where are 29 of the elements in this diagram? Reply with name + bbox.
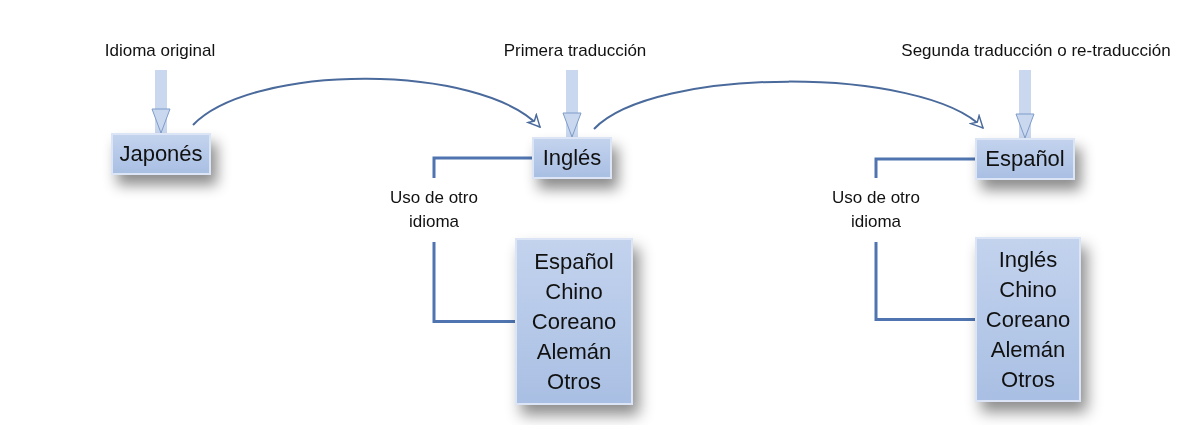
caption-text: Uso de otro idioma (384, 186, 484, 234)
connector-line (432, 156, 532, 178)
block-arrow (562, 70, 582, 138)
language-box: Japonés (111, 133, 211, 175)
language-name: Inglés (998, 245, 1058, 274)
connector-line (432, 242, 515, 323)
caption-text: Segunda traducción o re-traducción (898, 38, 1174, 64)
language-name: Coreano (531, 307, 617, 336)
language-box: Inglés (532, 137, 612, 179)
language-name: Otros (1001, 365, 1055, 394)
language-name: Chino (545, 277, 603, 306)
caption-text: Idioma original (95, 38, 225, 64)
language-list-box (975, 237, 1081, 402)
language-name: Otros (547, 367, 601, 396)
language-name: Alemán (536, 337, 612, 366)
language-name: Alemán (990, 335, 1066, 364)
language-name: Coreano (985, 305, 1071, 334)
curved-arrow (593, 80, 984, 130)
curved-arrow (192, 77, 541, 128)
connector-line (874, 242, 975, 321)
language-name: Chino (999, 275, 1057, 304)
connector-line (874, 157, 975, 178)
caption-text: Primera traducción (490, 38, 660, 64)
block-arrow (1015, 70, 1035, 139)
language-box: Español (975, 138, 1075, 180)
language-list-box (515, 238, 633, 405)
language-name: Español (534, 247, 614, 276)
caption-text: Uso de otro idioma (826, 186, 926, 234)
block-arrow (151, 70, 171, 134)
